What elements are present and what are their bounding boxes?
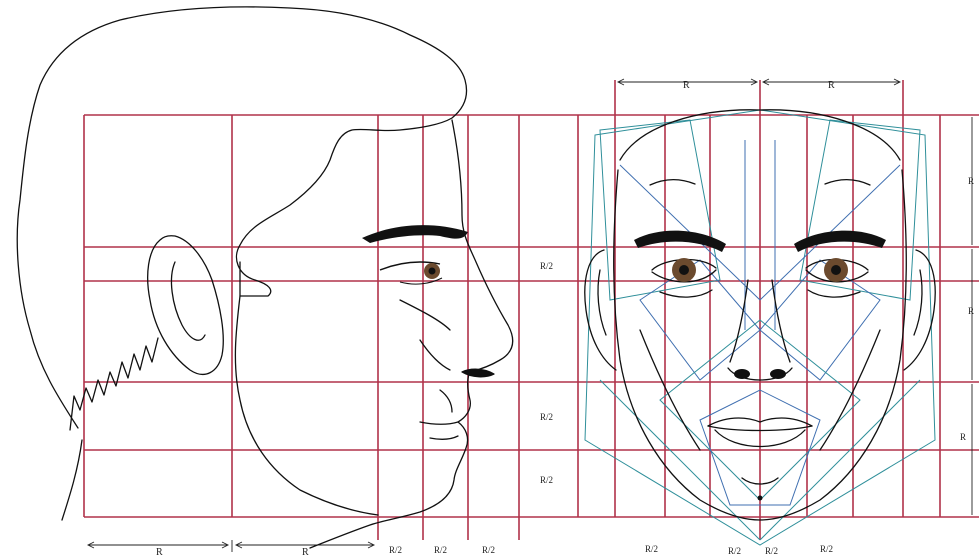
front-nostril-right xyxy=(770,369,786,379)
front-eyebrow-left xyxy=(634,231,726,252)
label-right-low-r: R xyxy=(960,432,966,442)
front-ear-right-inner xyxy=(914,270,922,335)
label-bottom-left-r: R xyxy=(156,547,163,558)
profile-head xyxy=(17,7,512,548)
label-top-right-r: R xyxy=(828,80,835,91)
profile-neck-back xyxy=(62,440,82,520)
profile-ear-inner xyxy=(171,262,205,340)
label-bottom-r2-a: R/2 xyxy=(389,545,402,555)
front-nostril-left xyxy=(734,369,750,379)
label-bottom-r2-b: R/2 xyxy=(434,545,447,555)
front-chin-dot xyxy=(758,496,763,501)
label-bottom-r2-c: R/2 xyxy=(482,545,495,555)
label-mid-r2-c: R/2 xyxy=(540,475,553,485)
profile-lip-lower xyxy=(430,436,458,439)
front-cheek-left xyxy=(640,330,700,450)
profile-cheek-line xyxy=(400,300,450,330)
label-bottom-right-r2-d: R/2 xyxy=(820,544,833,554)
profile-cheek-line-2 xyxy=(420,340,450,370)
label-bottom-mid-r: R xyxy=(302,547,309,558)
profile-face-edge xyxy=(310,120,513,548)
front-pupil-right xyxy=(831,265,841,275)
front-pupil-left xyxy=(679,265,689,275)
profile-lip xyxy=(420,422,458,424)
label-bottom-right-r2-b: R/2 xyxy=(728,546,741,556)
profile-neck-outline xyxy=(235,296,378,515)
label-bottom-right-r2: R/2 xyxy=(645,544,658,554)
construction-quad-left xyxy=(600,120,720,300)
front-cheek-right xyxy=(820,330,880,450)
front-forehead-line-right xyxy=(825,180,870,185)
front-undereye-left xyxy=(660,290,712,297)
dimension-labels: R R R R R R/2 R/2 R/2 R R R/2 R/2 R/2 R/… xyxy=(156,80,974,558)
label-right-mid-r: R xyxy=(968,306,974,316)
profile-nostril xyxy=(462,369,494,377)
front-ear-left-inner xyxy=(598,270,606,335)
label-bottom-right-r2-c: R/2 xyxy=(765,546,778,556)
profile-pupil xyxy=(429,268,436,275)
label-mid-r2-b: R/2 xyxy=(540,412,553,422)
construction-quad-right xyxy=(800,120,920,300)
label-mid-r2-a: R/2 xyxy=(540,261,553,271)
front-forehead-line-left xyxy=(650,180,695,185)
profile-ear xyxy=(148,236,224,375)
label-top-left-r: R xyxy=(683,80,690,91)
profile-nasolabial xyxy=(440,390,452,412)
label-right-top-r: R xyxy=(968,176,974,186)
proportion-grid xyxy=(84,80,979,540)
